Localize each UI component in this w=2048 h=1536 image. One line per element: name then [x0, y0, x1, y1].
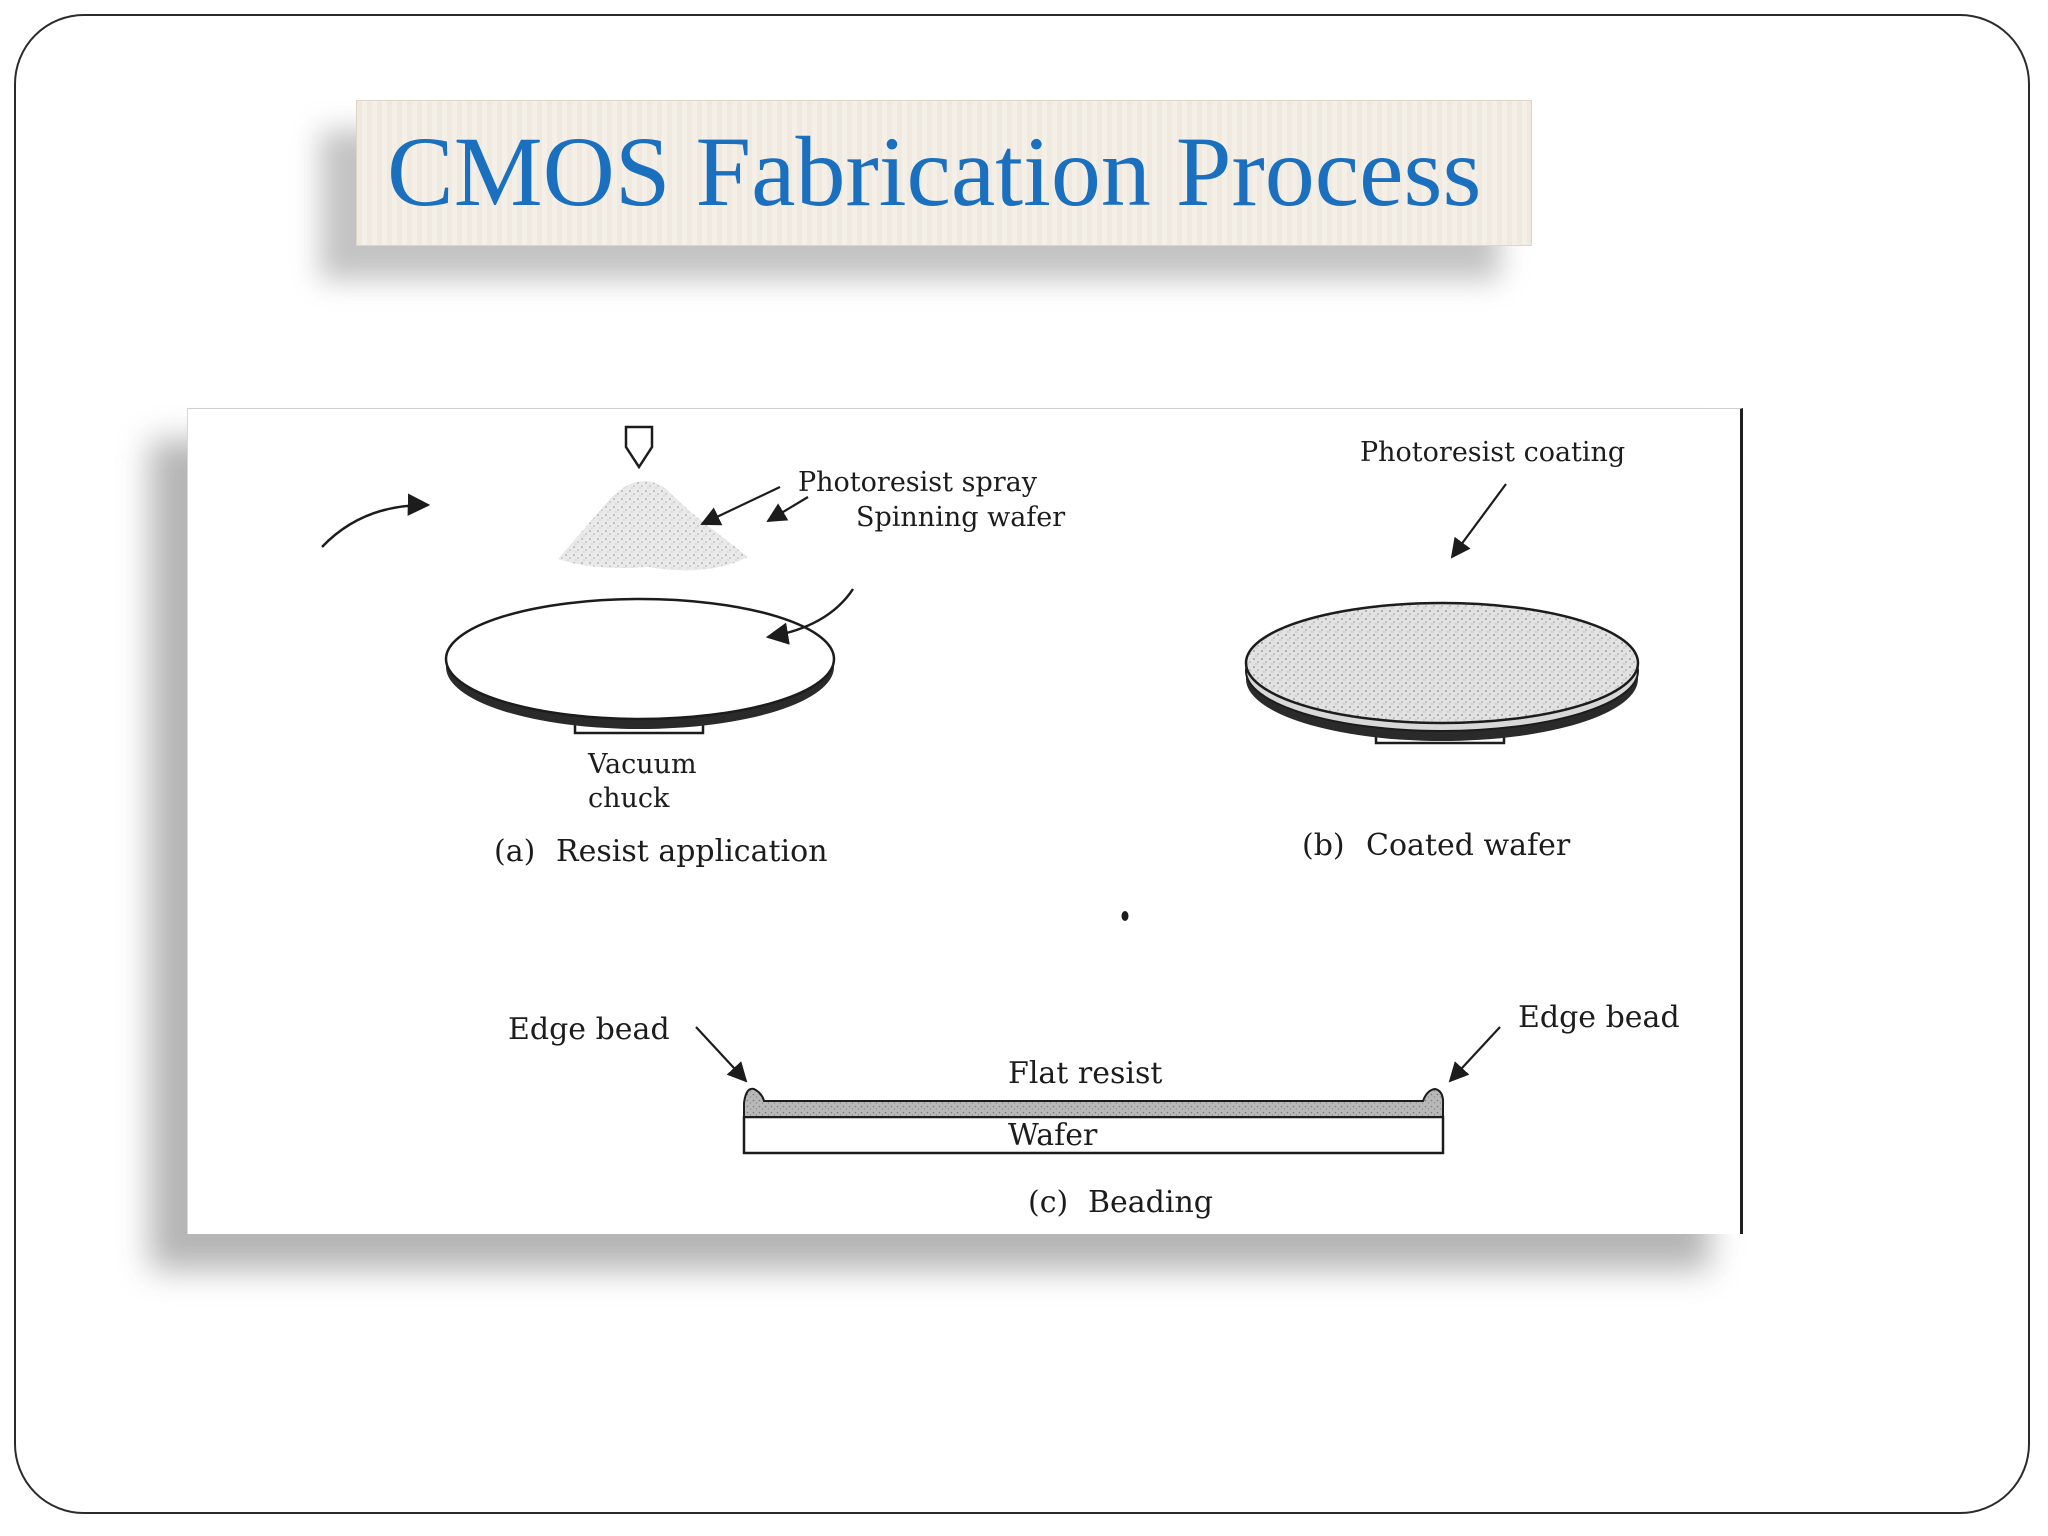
- caption-b: Coated wafer: [1366, 828, 1571, 863]
- vacuum-label: Vacuum: [587, 749, 697, 780]
- caption-a-tag: (a): [494, 834, 535, 869]
- photoresist-spray-label: Photoresist spray: [798, 467, 1038, 498]
- photoresist-diagram: Photoresist spray Spinning wafer Vacuum …: [321, 425, 1680, 1220]
- photoresist-coating-label: Photoresist coating: [1360, 437, 1625, 468]
- rotation-arrow-top: [321, 493, 431, 548]
- coating-pointer-arrow: [1450, 483, 1507, 559]
- edge-bead-left-arrow: [695, 1026, 748, 1083]
- title-box: CMOS Fabrication Process: [356, 100, 1532, 246]
- rotation-arrow-bottom: [765, 588, 855, 645]
- spinning-wafer: [444, 597, 836, 721]
- spray-nozzle: [624, 425, 654, 470]
- figure-panel: Photoresist spray Spinning wafer Vacuum …: [187, 408, 1743, 1234]
- panel-b-coated-wafer: Photoresist coating (b) Coated wafer: [1244, 437, 1640, 863]
- edge-bead-left-label: Edge bead: [508, 1012, 670, 1047]
- panel-a-resist-application: Photoresist spray Spinning wafer Vacuum …: [321, 425, 1065, 869]
- wafer-label: Wafer: [1008, 1118, 1098, 1153]
- caption-b-tag: (b): [1302, 828, 1345, 863]
- caption-c-tag: (c): [1028, 1185, 1068, 1220]
- caption-c: Beading: [1088, 1185, 1213, 1220]
- edge-bead-right-arrow: [1448, 1026, 1501, 1083]
- wafer-pointer-arrow: [766, 496, 809, 523]
- edge-bead-right-label: Edge bead: [1518, 1000, 1680, 1035]
- photoresist-spray-cloud: [558, 481, 748, 571]
- coated-wafer: [1244, 601, 1640, 725]
- spray-pointer-arrow: [700, 486, 781, 526]
- stray-dot: [1121, 911, 1129, 921]
- spinning-wafer-label: Spinning wafer: [856, 502, 1065, 533]
- panel-c-beading: Edge bead Edge bead Flat resist Wafer (c…: [508, 1000, 1680, 1220]
- flat-resist-layer: [743, 1087, 1445, 1118]
- slide-title: CMOS Fabrication Process: [387, 116, 1482, 227]
- chuck-label: chuck: [588, 783, 670, 814]
- caption-a: Resist application: [556, 834, 828, 869]
- flat-resist-label: Flat resist: [1008, 1056, 1162, 1091]
